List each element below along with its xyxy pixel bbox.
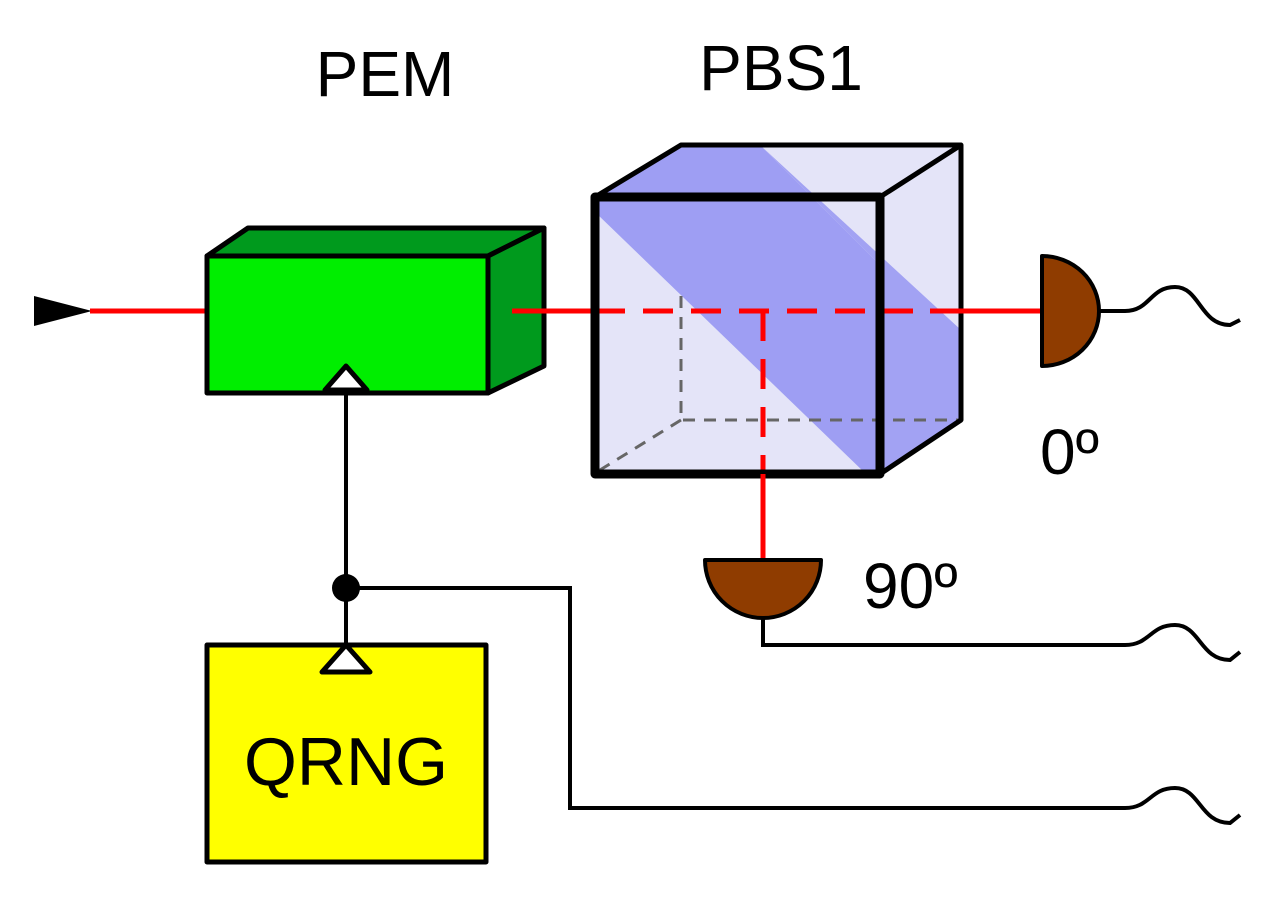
qrng-output-triangle-icon — [319, 642, 373, 675]
pbs1-diagonal-band-side — [760, 145, 961, 474]
pbs1-diagonal-band — [595, 145, 880, 474]
pbs1-hidden-edge-diagonal — [599, 418, 682, 472]
detector-90-signal-wire — [761, 618, 1242, 663]
detector-90 — [703, 558, 1242, 663]
detector-90-label: 90º — [863, 550, 958, 622]
qrng-rect — [204, 642, 489, 865]
input-arrow-head — [34, 296, 92, 326]
qrng-box — [204, 642, 489, 865]
detector-0-label: 0º — [1040, 416, 1099, 488]
pbs1-outline-corner — [878, 142, 963, 200]
detector-0-dome — [1040, 254, 1101, 368]
pbs1-beam-splitter — [590, 142, 964, 479]
detector-0-signal-wire — [1099, 284, 1241, 328]
detector-90-dome — [703, 558, 823, 620]
pem-label: PEM — [316, 38, 455, 110]
pbs1-label: PBS1 — [699, 32, 863, 104]
detector-0 — [1040, 254, 1241, 368]
qrng-signal-wire — [346, 586, 1242, 826]
pbs1-outline-front — [590, 192, 885, 479]
qrng-label: QRNG — [244, 724, 448, 800]
pem-modulator — [204, 225, 547, 396]
